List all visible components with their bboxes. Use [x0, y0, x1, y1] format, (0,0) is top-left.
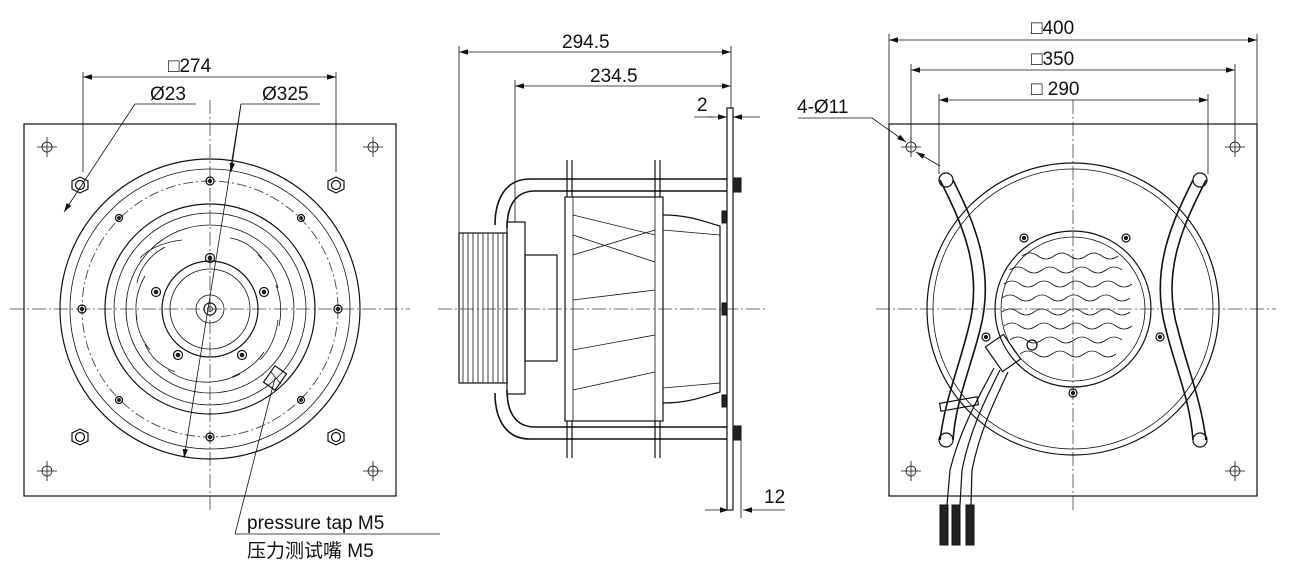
rear-mounting-plate [888, 123, 1258, 497]
dim-rear-holes: 4-Ø11 [797, 97, 848, 118]
dim-front-square: □274 [168, 56, 212, 77]
rear-bracket-right [1171, 179, 1207, 441]
front-outer-ring [59, 158, 361, 460]
rear-view: □400 □350 □ 290 4-Ø11 [797, 18, 1276, 546]
dim-pcd: Ø325 [262, 84, 308, 105]
pressure-tap-label: pressure tap M5 [247, 513, 384, 534]
dim-rear-stud-square: □ 290 [1031, 79, 1079, 100]
front-mounting-plate [23, 123, 397, 497]
dim-rear-hole-square: □350 [1031, 49, 1074, 70]
pressure-tap-label-cn: 压力测试嘴 M5 [247, 540, 374, 562]
front-impeller [125, 224, 295, 394]
front-hex-nuts [71, 176, 345, 446]
rear-motor-bolts [981, 233, 1165, 398]
side-bracket-top [494, 178, 727, 226]
side-studs [721, 177, 742, 441]
dim-body-depth: 234.5 [590, 66, 638, 87]
dim-tap-diameter: Ø23 [150, 84, 186, 105]
front-ring-bolts [77, 176, 343, 442]
pressure-tap [262, 364, 288, 392]
rear-motor-heatsink [994, 230, 1152, 388]
front-corner-holes [37, 137, 383, 481]
dim-stud-length: 12 [764, 487, 785, 508]
side-impeller [564, 196, 664, 422]
dim-rear-plate-square: □400 [1031, 18, 1074, 39]
front-hub-bolts [150, 252, 270, 361]
rear-bracket-left [939, 179, 975, 441]
rear-cable-gland [938, 333, 1022, 546]
rear-housing [926, 162, 1220, 456]
side-inlet-nozzle [662, 214, 721, 404]
front-hub [161, 260, 259, 358]
side-view: 294.5 234.5 2 12 [438, 32, 785, 518]
side-bracket-bottom [494, 392, 727, 440]
dim-plate-thickness: 2 [697, 95, 708, 116]
heatsink-fins [1001, 252, 1133, 358]
front-view: □274 Ø23 Ø325 pressure tap M5 压力测试嘴 M5 [10, 56, 440, 562]
dim-total-depth: 294.5 [562, 32, 610, 53]
